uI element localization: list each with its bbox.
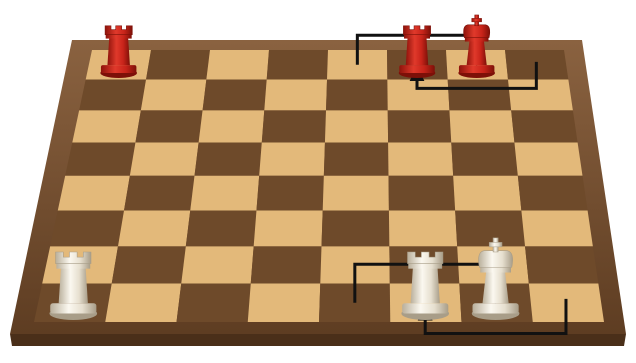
square-d8 — [267, 50, 328, 80]
square-f6 — [388, 110, 452, 142]
square-f5 — [388, 142, 453, 175]
square-b3 — [118, 210, 190, 246]
square-c2 — [181, 246, 253, 283]
square-c8 — [206, 50, 269, 80]
square-g4 — [453, 176, 521, 211]
square-b2 — [112, 246, 186, 283]
square-c1 — [177, 284, 251, 322]
square-a4 — [58, 176, 130, 211]
square-c6 — [199, 110, 265, 142]
square-g6 — [449, 110, 514, 142]
square-h7 — [508, 80, 573, 111]
square-g5 — [451, 142, 518, 175]
square-a3 — [50, 210, 124, 246]
square-e5 — [324, 142, 389, 175]
square-d4 — [256, 176, 323, 211]
square-h4 — [518, 176, 588, 211]
square-h5 — [514, 142, 582, 175]
square-d2 — [251, 246, 322, 283]
square-c5 — [195, 142, 262, 175]
square-d6 — [262, 110, 326, 142]
square-b6 — [135, 110, 202, 142]
square-c4 — [190, 176, 259, 211]
square-b7 — [141, 80, 207, 111]
square-c7 — [203, 80, 267, 111]
square-h2 — [525, 246, 598, 283]
square-f3 — [389, 210, 457, 246]
square-d7 — [264, 80, 327, 111]
square-b1 — [105, 284, 181, 322]
square-d5 — [259, 142, 325, 175]
square-a7 — [79, 80, 146, 111]
square-e3 — [322, 210, 390, 246]
square-g7 — [448, 80, 511, 111]
square-d1 — [248, 284, 321, 322]
square-g3 — [455, 210, 525, 246]
square-h6 — [511, 110, 577, 142]
square-e4 — [323, 176, 389, 211]
square-e7 — [326, 80, 388, 111]
board-frame-edge — [10, 334, 626, 346]
square-a6 — [72, 110, 141, 142]
square-b8 — [146, 50, 210, 80]
board-squares — [34, 50, 604, 322]
square-b4 — [124, 176, 194, 211]
square-f4 — [389, 176, 456, 211]
square-b5 — [130, 142, 199, 175]
square-c3 — [186, 210, 257, 246]
square-e6 — [325, 110, 388, 142]
square-h3 — [521, 210, 593, 246]
square-d3 — [254, 210, 323, 246]
square-a5 — [65, 142, 135, 175]
